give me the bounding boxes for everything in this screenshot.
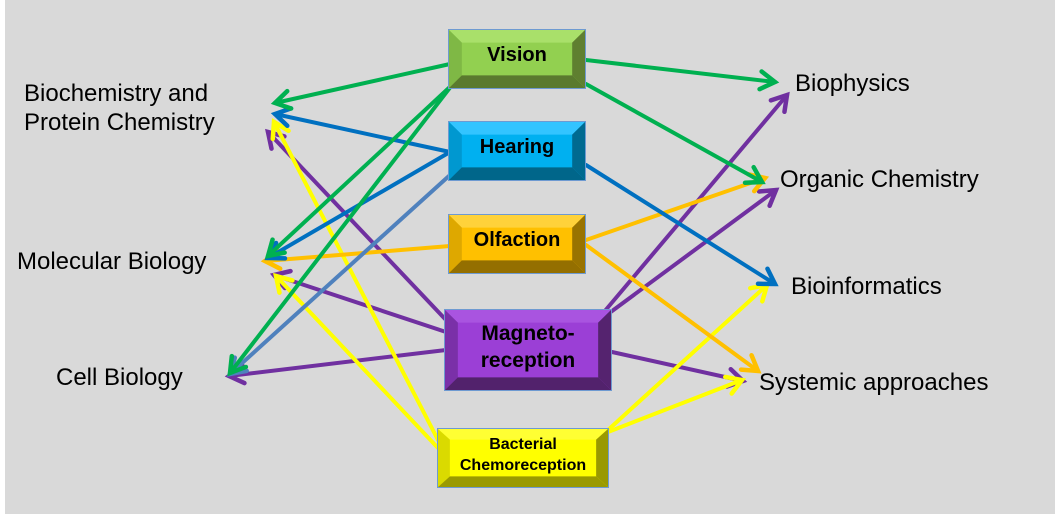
topic-label: Molecular Biology bbox=[17, 248, 207, 275]
arrow-shaft bbox=[584, 82, 764, 184]
sense-box-vision: Vision bbox=[448, 29, 586, 89]
arrow-hearing-to-biochem bbox=[270, 106, 452, 154]
arrow-shaft bbox=[584, 163, 777, 286]
arrowhead-icon bbox=[273, 272, 295, 295]
sense-label: Bacterial Chemoreception bbox=[459, 436, 587, 474]
topic-label: Systemic approaches bbox=[759, 369, 989, 396]
arrow-shaft bbox=[606, 378, 744, 434]
sense-label: Hearing bbox=[479, 135, 555, 158]
arrow-olfaction-to-systemic bbox=[584, 243, 762, 374]
topic-label: Biochemistry and Protein Chemistry bbox=[24, 80, 215, 136]
arrowhead-icon bbox=[755, 266, 779, 287]
arrow-shaft bbox=[584, 243, 760, 373]
sense-box-hearing: Hearing bbox=[448, 121, 586, 181]
sense-label: Vision bbox=[487, 43, 547, 66]
arrow-shaft bbox=[274, 274, 440, 450]
arrowhead-icon bbox=[757, 69, 780, 92]
arrowhead-icon bbox=[270, 118, 291, 142]
sense-box-bacterial-chemoreception: Bacterial Chemoreception bbox=[437, 428, 609, 488]
arrow-vision-to-orgchem bbox=[584, 82, 766, 185]
sense-label: Olfaction bbox=[473, 228, 561, 251]
arrow-shaft bbox=[606, 188, 778, 316]
topic-organic-chemistry: Organic Chemistry bbox=[780, 165, 979, 194]
arrow-shaft bbox=[263, 244, 452, 263]
topic-cell-biology: Cell Biology bbox=[56, 363, 183, 392]
arrow-shaft bbox=[228, 83, 454, 375]
topic-label: Organic Chemistry bbox=[780, 166, 979, 193]
arrow-shaft bbox=[266, 83, 454, 258]
arrowhead-icon bbox=[270, 106, 294, 129]
bevel-shape bbox=[438, 429, 608, 487]
topic-systemic-approaches: Systemic approaches bbox=[759, 368, 988, 397]
arrow-shaft bbox=[272, 273, 448, 334]
arrow-bacterial-to-systemic bbox=[606, 374, 747, 434]
topic-label: Biophysics bbox=[795, 70, 910, 97]
arrow-hearing-to-bioinf bbox=[584, 163, 779, 287]
arrowhead-icon bbox=[738, 353, 762, 374]
topic-bioinformatics: Bioinformatics bbox=[791, 272, 942, 301]
arrowhead-icon bbox=[723, 374, 747, 396]
arrow-vision-to-cellbio bbox=[227, 83, 454, 377]
arrowhead-icon bbox=[768, 91, 790, 115]
arrowhead-icon bbox=[756, 187, 780, 209]
arrow-shaft bbox=[584, 176, 767, 242]
bevel-shape bbox=[449, 122, 585, 180]
arrow-shaft bbox=[606, 283, 769, 432]
arrowhead-icon bbox=[742, 164, 766, 185]
arrow-vision-to-molbio bbox=[264, 83, 454, 259]
arrow-shaft bbox=[584, 58, 777, 84]
topic-label: Bioinformatics bbox=[791, 273, 942, 300]
arrow-shaft bbox=[228, 173, 452, 376]
sense-box-olfaction: Olfaction bbox=[448, 214, 586, 274]
arrow-magneto-to-orgchem bbox=[606, 187, 780, 316]
arrow-vision-to-biochem bbox=[270, 62, 452, 111]
topic-label: Cell Biology bbox=[56, 364, 183, 391]
topic-molecular-biology: Molecular Biology bbox=[17, 247, 206, 276]
bevel-shape bbox=[449, 30, 585, 88]
arrowhead-icon bbox=[227, 353, 249, 377]
sense-label: Magneto- reception bbox=[480, 322, 576, 372]
arrow-shaft bbox=[273, 112, 452, 154]
bevel-shape bbox=[445, 310, 611, 390]
sense-box-magnetoreception: Magneto- reception bbox=[444, 309, 612, 391]
topic-biophysics: Biophysics bbox=[795, 69, 910, 98]
arrow-magneto-to-cellbio bbox=[224, 348, 448, 386]
arrow-shaft bbox=[273, 62, 452, 105]
arrow-shaft bbox=[227, 348, 448, 378]
arrowhead-icon bbox=[264, 237, 287, 259]
topic-biochemistry-protein-chemistry: Biochemistry and Protein Chemistry bbox=[24, 79, 215, 137]
bevel-shape bbox=[449, 215, 585, 273]
arrowhead-icon bbox=[270, 88, 294, 111]
arrow-bacterial-to-biochem bbox=[270, 118, 440, 442]
arrow-shaft bbox=[266, 130, 448, 322]
arrow-bacterial-to-molbio bbox=[273, 272, 440, 450]
arrow-vision-to-biophys bbox=[584, 58, 780, 92]
arrow-shaft bbox=[272, 120, 440, 442]
